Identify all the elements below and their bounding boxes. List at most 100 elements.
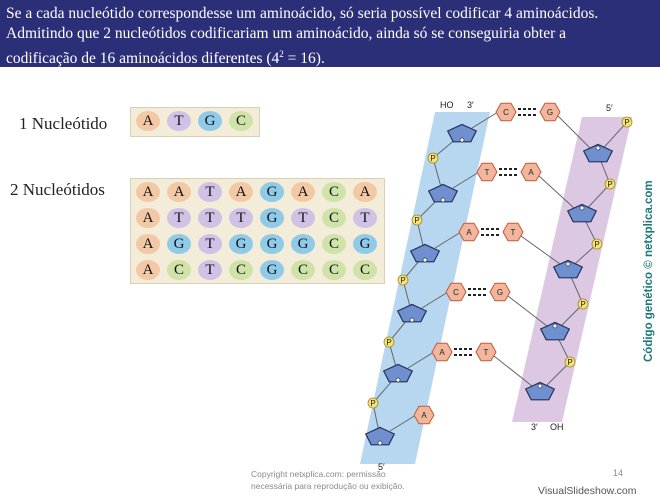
nucleotide-cell: G	[350, 233, 380, 255]
nucleotide-badge	[353, 208, 377, 228]
base-right	[539, 102, 561, 122]
base-letter-left: T	[485, 168, 490, 177]
nucleotide-badge	[353, 182, 377, 202]
nucleotide-letter: A	[235, 184, 247, 200]
nucleotide-cell: A	[226, 181, 256, 203]
nucleotide-badge	[167, 260, 191, 280]
top-5prime-label: 5′	[606, 103, 613, 113]
nucleotide-letter: C	[173, 262, 184, 278]
nucleotide-cell: A	[164, 181, 194, 203]
nucleotide-badge	[322, 260, 346, 280]
nucleotide-badge	[136, 182, 160, 202]
bottom-5prime-label: 5′	[378, 462, 385, 472]
base-left	[476, 162, 498, 182]
nucleotide-cell: G	[257, 259, 287, 281]
glycosidic-bond	[421, 291, 449, 309]
nucleotide-letter: A	[142, 113, 154, 129]
nucleotide-badge	[136, 234, 160, 254]
ring-oxygen	[552, 323, 558, 329]
nucleotide-badge	[322, 208, 346, 228]
nucleotide-badge	[229, 234, 253, 254]
nucleotide-letter: A	[359, 184, 371, 200]
top-3prime-label: 3′	[467, 100, 474, 110]
base-left	[431, 342, 453, 362]
glycosidic-bond	[507, 295, 548, 327]
deoxyribose-sugar	[566, 203, 598, 223]
phosphate-label: P	[594, 240, 599, 249]
nucleotide-letter: G	[204, 113, 216, 129]
phosphate-group	[427, 152, 439, 164]
base-letter-right: T	[511, 228, 516, 237]
glycosidic-bond	[493, 355, 533, 387]
deoxyribose-sugar	[539, 321, 571, 341]
nucleotide-badge	[229, 260, 253, 280]
nucleotide-cell: A	[350, 181, 380, 203]
nucleotide-cell: C	[319, 259, 349, 281]
nucleotide-letter: T	[360, 210, 370, 226]
nucleotide-badge	[291, 234, 315, 254]
nucleotide-cell: T	[195, 259, 225, 281]
nucleotide-letter: A	[173, 184, 185, 200]
phosphate-label: P	[624, 118, 629, 127]
phosphate-group	[621, 116, 633, 128]
nucleotide-letter: A	[142, 184, 154, 200]
base-letter-right: G	[547, 108, 553, 117]
copyright-line-1: Copyright netxplica.com: permissão	[251, 469, 386, 479]
nucleotide-letter: T	[205, 210, 215, 226]
ring-oxygen	[440, 197, 446, 203]
phosphate-group	[383, 336, 395, 348]
nucleotide-cell: G	[195, 110, 225, 132]
glycosidic-bond	[471, 111, 499, 129]
header-banner: Se a cada nucleótido correspondesse um a…	[0, 0, 660, 67]
nucleotide-cell: A	[288, 181, 318, 203]
phosphate-label: P	[567, 358, 572, 367]
phosphate-group	[577, 298, 589, 310]
glycosidic-bond	[538, 175, 575, 209]
nucleotide-badge	[167, 111, 191, 131]
nucleotide-cell: A	[133, 259, 163, 281]
base-letter-left: C	[453, 288, 459, 297]
nucleotide-letter: C	[235, 113, 246, 129]
header-line-1: Se a cada nucleótido correspondesse um a…	[6, 5, 599, 22]
nucleotide-letter: T	[205, 236, 215, 252]
base-letter-right: T	[484, 348, 489, 357]
nucleotide-cell: C	[319, 207, 349, 229]
nucleotide-letter: C	[328, 184, 339, 200]
copyright-line-2: necessária para reprodução ou exibição.	[251, 481, 405, 491]
base-letter-left: A	[439, 348, 445, 357]
nucleotide-cell: C	[319, 233, 349, 255]
phosphate-label: P	[414, 216, 419, 225]
nucleotide-badge	[260, 208, 284, 228]
header-line-2: Admitindo que 2 nucleótidos codificariam…	[6, 25, 566, 42]
nucleotide-letter: A	[297, 184, 309, 200]
phosphate-group	[604, 178, 616, 190]
nucleotide-letter: C	[359, 262, 370, 278]
nucleotide-letter: C	[328, 236, 339, 252]
phosphate-label: P	[580, 300, 585, 309]
nucleotide-letter: C	[297, 262, 308, 278]
nucleotide-cell: G	[257, 233, 287, 255]
nucleotide-letter: G	[235, 236, 247, 252]
copyright-notice: Copyright netxplica.com: permissão neces…	[251, 468, 405, 492]
phosphate-group	[564, 356, 576, 368]
bottom-3prime-label: 3′	[531, 422, 538, 432]
base-letter-left: C	[503, 108, 509, 117]
nucleotide-letter: C	[328, 210, 339, 226]
nucleotide-cell: C	[319, 181, 349, 203]
nucleotide-letter: G	[359, 236, 371, 252]
phosphate-label: P	[430, 154, 435, 163]
nucleotide-badge	[260, 234, 284, 254]
nucleotide-badge	[291, 208, 315, 228]
nucleotide-badge	[229, 208, 253, 228]
nucleotide-badge	[167, 182, 191, 202]
nucleotide-cell: T	[164, 207, 194, 229]
nucleotide-cell: C	[164, 259, 194, 281]
deoxyribose-sugar	[552, 259, 584, 279]
nucleotide-badge	[136, 208, 160, 228]
nucleotide-cell: C	[226, 259, 256, 281]
phosphate-group	[591, 238, 603, 250]
nucleotide-letter: T	[174, 113, 184, 129]
ring-oxygen	[459, 137, 465, 143]
base-left	[495, 102, 517, 122]
